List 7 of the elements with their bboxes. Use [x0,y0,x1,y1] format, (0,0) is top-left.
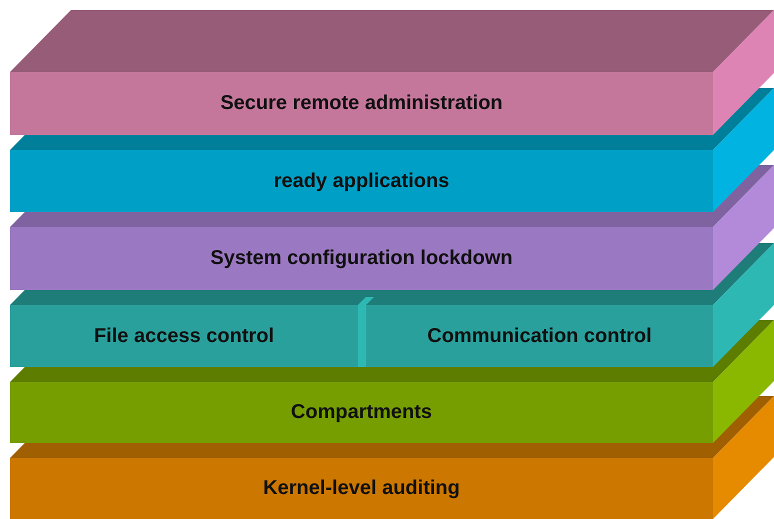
layer-label: System configuration lockdown [210,247,513,270]
layer-label: Secure remote administration [220,92,503,115]
layer-label: ready applications [274,170,450,192]
layer-label: Compartments [290,401,432,424]
layer-label: Kernel-level auditing [263,477,460,500]
layer-label: File access control [94,324,274,348]
layer-label: Communication control [427,324,652,348]
